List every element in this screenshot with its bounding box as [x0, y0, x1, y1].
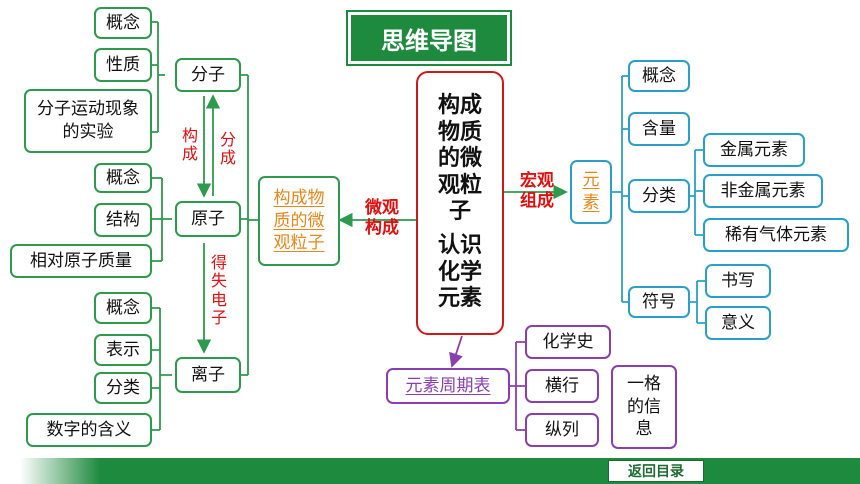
center-line-8: 元素 — [437, 286, 482, 312]
center-topic-box: 构成 物质 的微 观粒 子 认识 化学 元素 — [416, 71, 504, 335]
periodic-table-node[interactable]: 元素周期表 — [386, 368, 510, 404]
center-line-7: 化学 — [437, 259, 482, 285]
class-item-metal: 金属元素 — [703, 133, 805, 167]
element-node[interactable]: 元 素 — [570, 160, 612, 224]
macro-compose-line-2: 组成 — [520, 191, 554, 212]
periodic-table-label: 元素周期表 — [405, 375, 491, 396]
element-content-node: 含量 — [628, 112, 690, 146]
back-to-contents-button[interactable]: 返回目录 — [608, 460, 704, 482]
micro-particles-node[interactable]: 构成物 质的微 观粒子 — [258, 176, 340, 266]
arrow-divide-label: 分成 — [219, 130, 236, 168]
center-line-3: 的微 — [437, 146, 482, 172]
footer-fade — [0, 458, 100, 484]
center-line-1: 构成 — [437, 93, 482, 119]
molecule-item-property: 性质 — [94, 48, 152, 82]
ion-item-classification: 分类 — [94, 372, 152, 404]
ion-item-number-meaning: 数字的含义 — [26, 413, 152, 447]
center-line-6: 认识 — [437, 233, 482, 259]
ion-node: 离子 — [175, 357, 241, 393]
periodic-cell-info: 一格的信息 — [611, 365, 677, 449]
element-concept-node: 概念 — [628, 60, 690, 92]
ion-item-concept: 概念 — [94, 292, 152, 324]
symbol-item-meaning: 意义 — [705, 306, 771, 340]
atom-node: 原子 — [175, 201, 241, 237]
atom-item-relative-mass: 相对原子质量 — [10, 244, 152, 278]
atom-item-concept: 概念 — [94, 163, 152, 193]
element-line-1: 元 — [582, 170, 600, 191]
molecule-node: 分子 — [175, 58, 241, 92]
center-line-5: 子 — [448, 199, 471, 224]
page-title: 思维导图 — [351, 15, 507, 61]
periodic-item-history: 化学史 — [525, 325, 611, 359]
micro-compose-label: 微观 构成 — [352, 198, 412, 239]
footer-bar — [0, 458, 860, 484]
element-classification-node: 分类 — [628, 179, 690, 213]
class-item-nonmetal: 非金属元素 — [703, 174, 823, 208]
molecule-item-experiment: 分子运动现象的实验 — [24, 89, 152, 153]
molecule-item-concept: 概念 — [94, 7, 152, 39]
symbol-item-writing: 书写 — [705, 264, 771, 298]
micro-compose-line-2: 构成 — [365, 218, 399, 239]
micro-compose-line-1: 微观 — [365, 198, 399, 218]
macro-compose-line-1: 宏观 — [520, 171, 554, 191]
center-line-4: 观粒 — [437, 172, 482, 198]
atom-item-structure: 结构 — [94, 203, 152, 237]
micro-particles-line-3: 观粒子 — [273, 233, 325, 254]
periodic-item-group: 纵列 — [525, 413, 599, 447]
arrow-compose-label: 构成 — [181, 126, 198, 164]
micro-particles-line-1: 构成物 — [273, 187, 325, 208]
element-line-2: 素 — [582, 193, 600, 213]
ion-item-notation: 表示 — [94, 334, 152, 366]
periodic-item-period: 横行 — [525, 369, 599, 403]
macro-compose-label: 宏观 组成 — [510, 171, 564, 212]
class-item-noble-gas: 稀有气体元素 — [703, 218, 849, 252]
micro-particles-line-2: 质的微 — [273, 210, 325, 231]
center-line-2: 物质 — [437, 119, 482, 145]
element-symbol-node: 符号 — [628, 286, 690, 318]
arrow-gain-lose-label: 得失电子 — [210, 253, 227, 328]
